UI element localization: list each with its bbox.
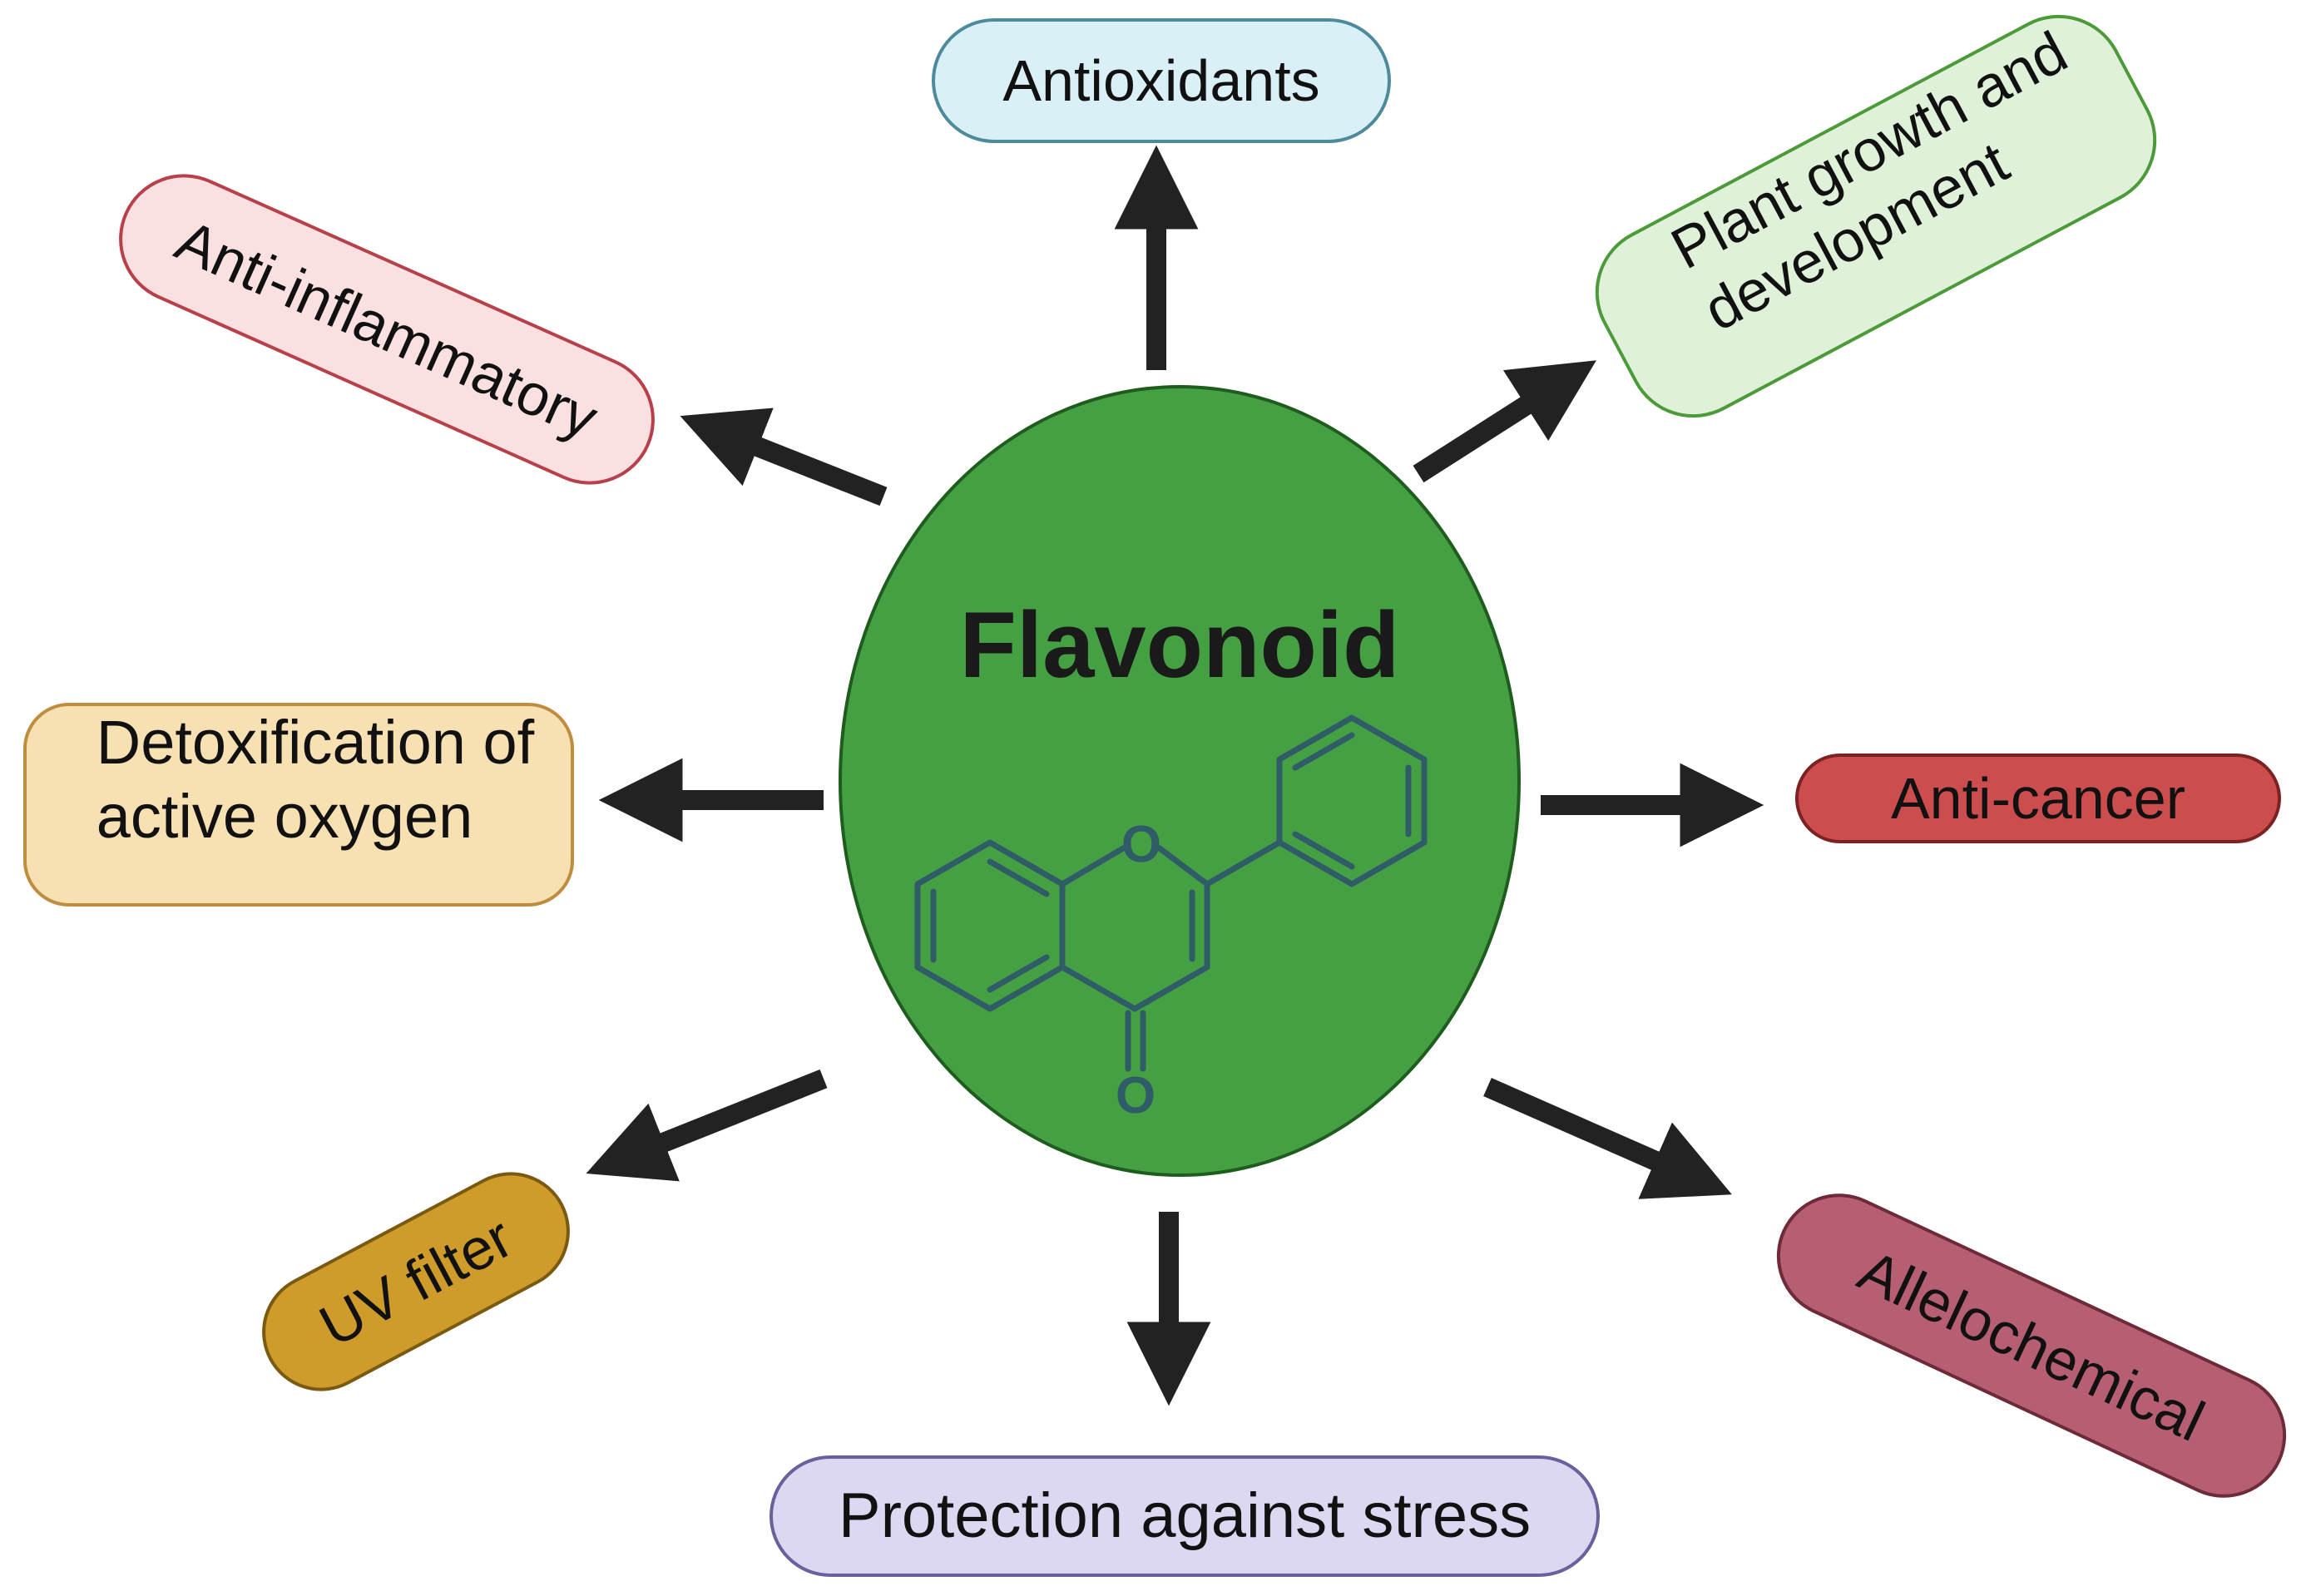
detox-line1: Detoxification of <box>96 708 535 777</box>
anti-cancer-box: Anti-cancer <box>1795 754 2281 843</box>
antioxidants-box: Antioxidants <box>932 18 1391 143</box>
carbonyl-oxygen-label: O <box>1116 1067 1156 1124</box>
protection-box: Protection against stress <box>770 1455 1600 1577</box>
arrow-anti-inflammatory <box>680 408 888 506</box>
flavone-structure-icon: O O <box>914 714 1428 1124</box>
antioxidants-label: Antioxidants <box>1002 48 1320 113</box>
protection-label: Protection against stress <box>838 1480 1532 1552</box>
center-title: Flavonoid <box>959 593 1400 697</box>
detoxification-text: Detoxification of active oxygen <box>96 706 535 854</box>
anti-cancer-label: Anti-cancer <box>1890 766 2186 831</box>
ring-oxygen-label: O <box>1121 816 1161 873</box>
arrow-allelochemical <box>1483 1078 1732 1199</box>
arrow-plant-growth <box>1413 360 1596 483</box>
arrow-uv-filter <box>586 1069 828 1182</box>
detox-line2: active oxygen <box>96 781 473 851</box>
detoxification-box: Detoxification of active oxygen <box>23 703 574 907</box>
